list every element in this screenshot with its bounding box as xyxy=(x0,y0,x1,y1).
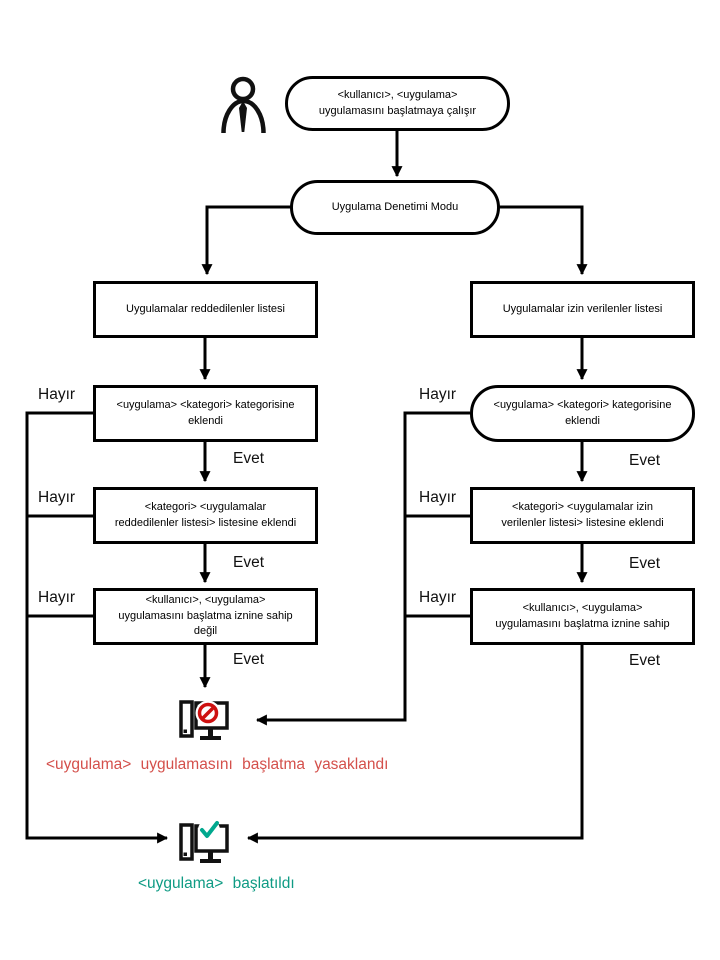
edge-label-no: Hayır xyxy=(38,386,76,403)
edge-label-yes: Evet xyxy=(233,651,265,668)
prohibition-icon xyxy=(197,702,219,724)
flow-node-allow-list: Uygulamalar izin verilenler listesi xyxy=(470,281,695,338)
flow-node-allow-permission: <kullanıcı>, <uygulama> uygulamasını baş… xyxy=(470,588,695,645)
edge-label-yes: Evet xyxy=(233,450,265,467)
user-icon xyxy=(221,74,267,136)
blocked-outcome-text: <uygulama> uygulamasını başlatma yasakla… xyxy=(46,756,389,773)
flow-node-deny-added: <kategori> <uygulamalar reddedilenler li… xyxy=(93,487,318,544)
edge-label-yes: Evet xyxy=(629,652,661,669)
edge-left-no-bus xyxy=(25,411,169,844)
flow-node-deny-list: Uygulamalar reddedilenler listesi xyxy=(93,281,318,338)
flow-node-mode: Uygulama Denetimi Modu xyxy=(290,180,500,235)
flow-node-deny-permission: <kullanıcı>, <uygulama> uygulamasını baş… xyxy=(93,588,318,645)
flow-node-start: <kullanıcı>, <uygulama> uygulamasını baş… xyxy=(285,76,510,131)
edge-label-no: Hayır xyxy=(38,489,76,506)
edge-label-no: Hayır xyxy=(419,589,457,606)
edge-label-no: Hayır xyxy=(38,589,76,606)
computer-started-icon xyxy=(176,814,234,866)
edge-right-no-bus xyxy=(255,411,470,726)
checkmark-icon xyxy=(200,821,219,838)
computer-blocked-icon xyxy=(176,691,234,743)
edge-mode-to-allowlist xyxy=(497,205,588,276)
edge-label-yes: Evet xyxy=(629,555,661,572)
edge-label-no: Hayır xyxy=(419,386,457,403)
edge-mode-to-denylist xyxy=(201,205,293,276)
flow-node-deny-category: <uygulama> <kategori> kategorisine eklen… xyxy=(93,385,318,442)
edge-label-no: Hayır xyxy=(419,489,457,506)
flow-node-allow-added: <kategori> <uygulamalar izin verilenler … xyxy=(470,487,695,544)
edge-label-yes: Evet xyxy=(233,554,265,571)
edge-allowperm-to-started xyxy=(246,645,584,844)
started-outcome-text: <uygulama> başlatıldı xyxy=(138,875,295,892)
flow-node-allow-category: <uygulama> <kategori> kategorisine eklen… xyxy=(470,385,695,442)
edge-label-yes: Evet xyxy=(629,452,661,469)
